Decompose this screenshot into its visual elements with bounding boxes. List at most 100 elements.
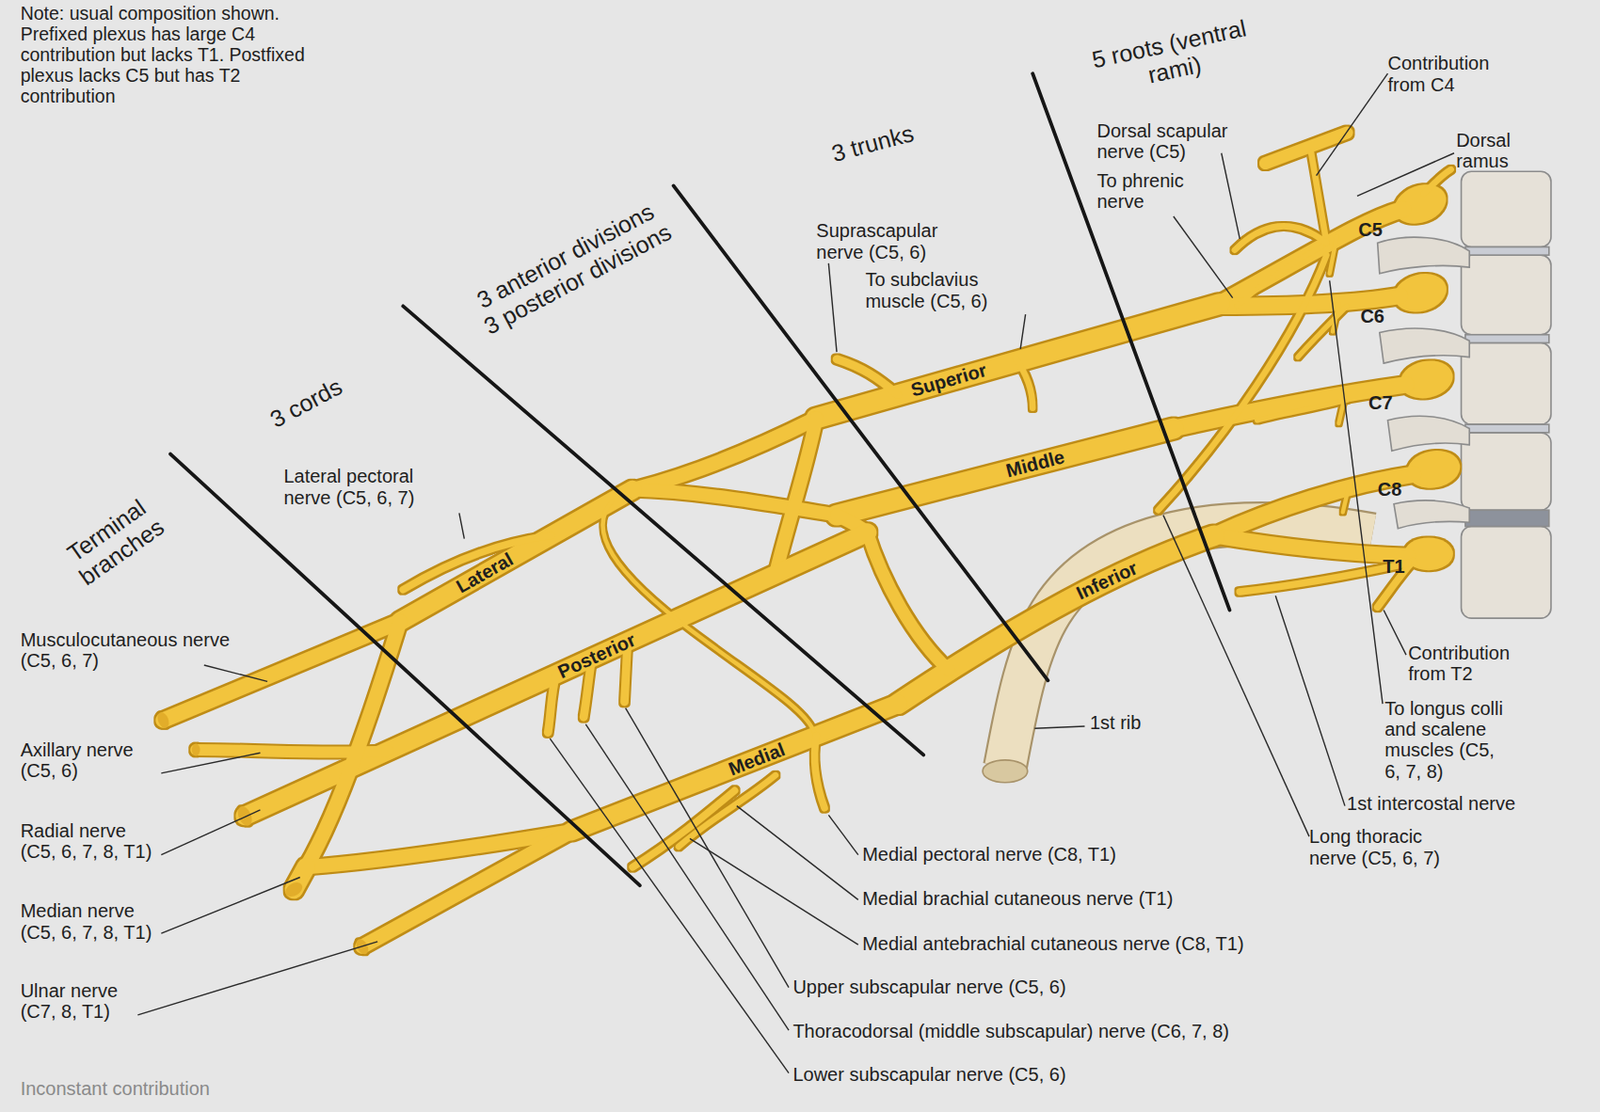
nerve-label: To phrenic nerve — [1097, 170, 1211, 213]
nerve-label: Median nerve (C5, 6, 7, 8, T1) — [20, 900, 162, 944]
intervertebral-disc — [1465, 510, 1550, 527]
nerves — [155, 132, 1463, 957]
leader-line — [1173, 216, 1233, 299]
divider-line — [402, 305, 924, 755]
nerve-label: Medial brachial cutaneous nerve (T1) — [862, 888, 1173, 910]
vertebral-body — [1461, 171, 1552, 247]
division-nerve — [632, 490, 837, 516]
trunk-label: Middle — [1004, 446, 1068, 482]
leader-line — [625, 708, 789, 989]
leader-line — [1221, 153, 1241, 240]
nerve-label: Thoracodorsal (middle subscapular) nerve… — [792, 1021, 1230, 1042]
nerve-label: Radial nerve (C5, 6, 7, 8, T1) — [20, 820, 162, 864]
division-nerve — [867, 532, 950, 671]
division-nerve — [632, 418, 816, 491]
subscapular-nerve — [547, 674, 557, 734]
cord-label: Posterior — [555, 629, 640, 684]
cord-nerve — [400, 490, 633, 623]
section-heading: 3 trunks — [828, 119, 916, 167]
leader-line — [689, 838, 859, 945]
leader-line — [137, 942, 378, 1016]
subclavius-nerve — [1015, 358, 1033, 409]
leader-line — [549, 738, 789, 1074]
nerve-label: Medial pectoral nerve (C8, T1) — [862, 844, 1117, 865]
divider-line — [170, 454, 640, 887]
long-thoracic-root — [1257, 400, 1347, 421]
bone-label: 1st rib — [1089, 712, 1141, 734]
vertebral-body — [1461, 432, 1552, 511]
trunk-nerve — [836, 428, 1174, 515]
dorsal-scapular-nerve — [1234, 225, 1328, 250]
terminal-nerve — [305, 621, 400, 867]
dorsal-ramus — [1423, 169, 1451, 194]
leader-line — [1383, 609, 1407, 656]
nerve-label: Ulnar nerve (C7, 8, T1) — [20, 980, 144, 1024]
root-label: C8 — [1377, 479, 1403, 500]
intervertebral-disc — [1465, 335, 1550, 344]
medial-antebrachial-cutaneous-nerve — [632, 790, 735, 867]
nerve-label: 1st intercostal nerve — [1346, 793, 1516, 815]
nerve-label: Lower subscapular nerve (C5, 6) — [792, 1064, 1066, 1086]
nerve-label: Suprascapular nerve (C5, 6) — [816, 220, 967, 263]
leader-line — [736, 806, 859, 901]
section-heading: 3 cords — [265, 373, 347, 433]
rib-body — [1005, 524, 1373, 768]
nerve-cut-end — [192, 743, 201, 756]
leader-line — [160, 810, 260, 856]
root-label: C7 — [1368, 392, 1393, 414]
leader-line — [1316, 73, 1389, 176]
nerve-label: Dorsal scapular nerve (C5) — [1097, 120, 1258, 163]
root-nerve — [1214, 474, 1413, 536]
rib-cut-end — [982, 760, 1028, 784]
c4-ramus — [1264, 132, 1347, 164]
leader-line — [1329, 280, 1383, 704]
intervertebral-disc — [1465, 424, 1550, 433]
nerve-label: Contribution from C4 — [1387, 52, 1520, 96]
long-thoracic-root — [1297, 305, 1347, 357]
nerve-label: Axillary nerve (C5, 6) — [20, 739, 153, 783]
divider-line — [673, 185, 1049, 681]
muscular-twig — [1329, 237, 1338, 274]
nerve-cut-end — [235, 804, 256, 829]
vertebral-body — [1461, 527, 1552, 620]
muscular-twig — [1343, 485, 1350, 512]
leader-line — [828, 815, 858, 855]
nerve-label: Lateral pectoral nerve (C5, 6, 7) — [283, 465, 448, 509]
intervertebral-disc — [1465, 246, 1550, 256]
nerve-cut-end — [155, 710, 172, 730]
leader-line — [1163, 515, 1310, 838]
cord-nerve — [571, 704, 898, 832]
root-label: C6 — [1360, 305, 1385, 327]
suprascapular-nerve — [836, 359, 898, 396]
leader-line — [1034, 726, 1085, 729]
leader-line — [1275, 595, 1345, 806]
leader-lines — [137, 73, 1455, 1074]
section-dividers — [170, 73, 1230, 886]
first-rib — [982, 524, 1373, 784]
root-nerve — [1214, 535, 1408, 557]
root-nerve — [1173, 384, 1407, 430]
long-thoracic-nerve — [1158, 255, 1328, 511]
vertebral-body — [1461, 342, 1552, 425]
transverse-process — [1379, 328, 1470, 364]
root-label: T1 — [1382, 556, 1405, 577]
nerve-label: Upper subscapular nerve (C5, 6) — [792, 976, 1066, 998]
transverse-process — [1387, 416, 1470, 451]
section-heading: 3 anterior divisions 3 posterior divisio… — [464, 193, 678, 341]
nerve-label: Long thoracic nerve (C5, 6, 7) — [1309, 826, 1460, 869]
terminal-nerve — [362, 832, 572, 948]
leader-line — [1020, 314, 1025, 350]
medial-brachial-cutaneous-nerve — [678, 775, 776, 848]
leader-line — [160, 878, 300, 935]
leader-line — [204, 665, 268, 682]
trunk-nerve — [816, 304, 1219, 418]
trunk-nerve — [897, 535, 1215, 704]
nerve-label: Contribution from T2 — [1408, 642, 1550, 686]
leader-line — [160, 752, 260, 774]
trunk-label: Superior — [909, 359, 990, 401]
section-heading: 5 roots (ventral rami) — [1078, 11, 1264, 100]
legend-note: Inconstant contribution — [20, 1078, 210, 1100]
note-text: Note: usual composition shown. Prefixed … — [20, 3, 332, 107]
